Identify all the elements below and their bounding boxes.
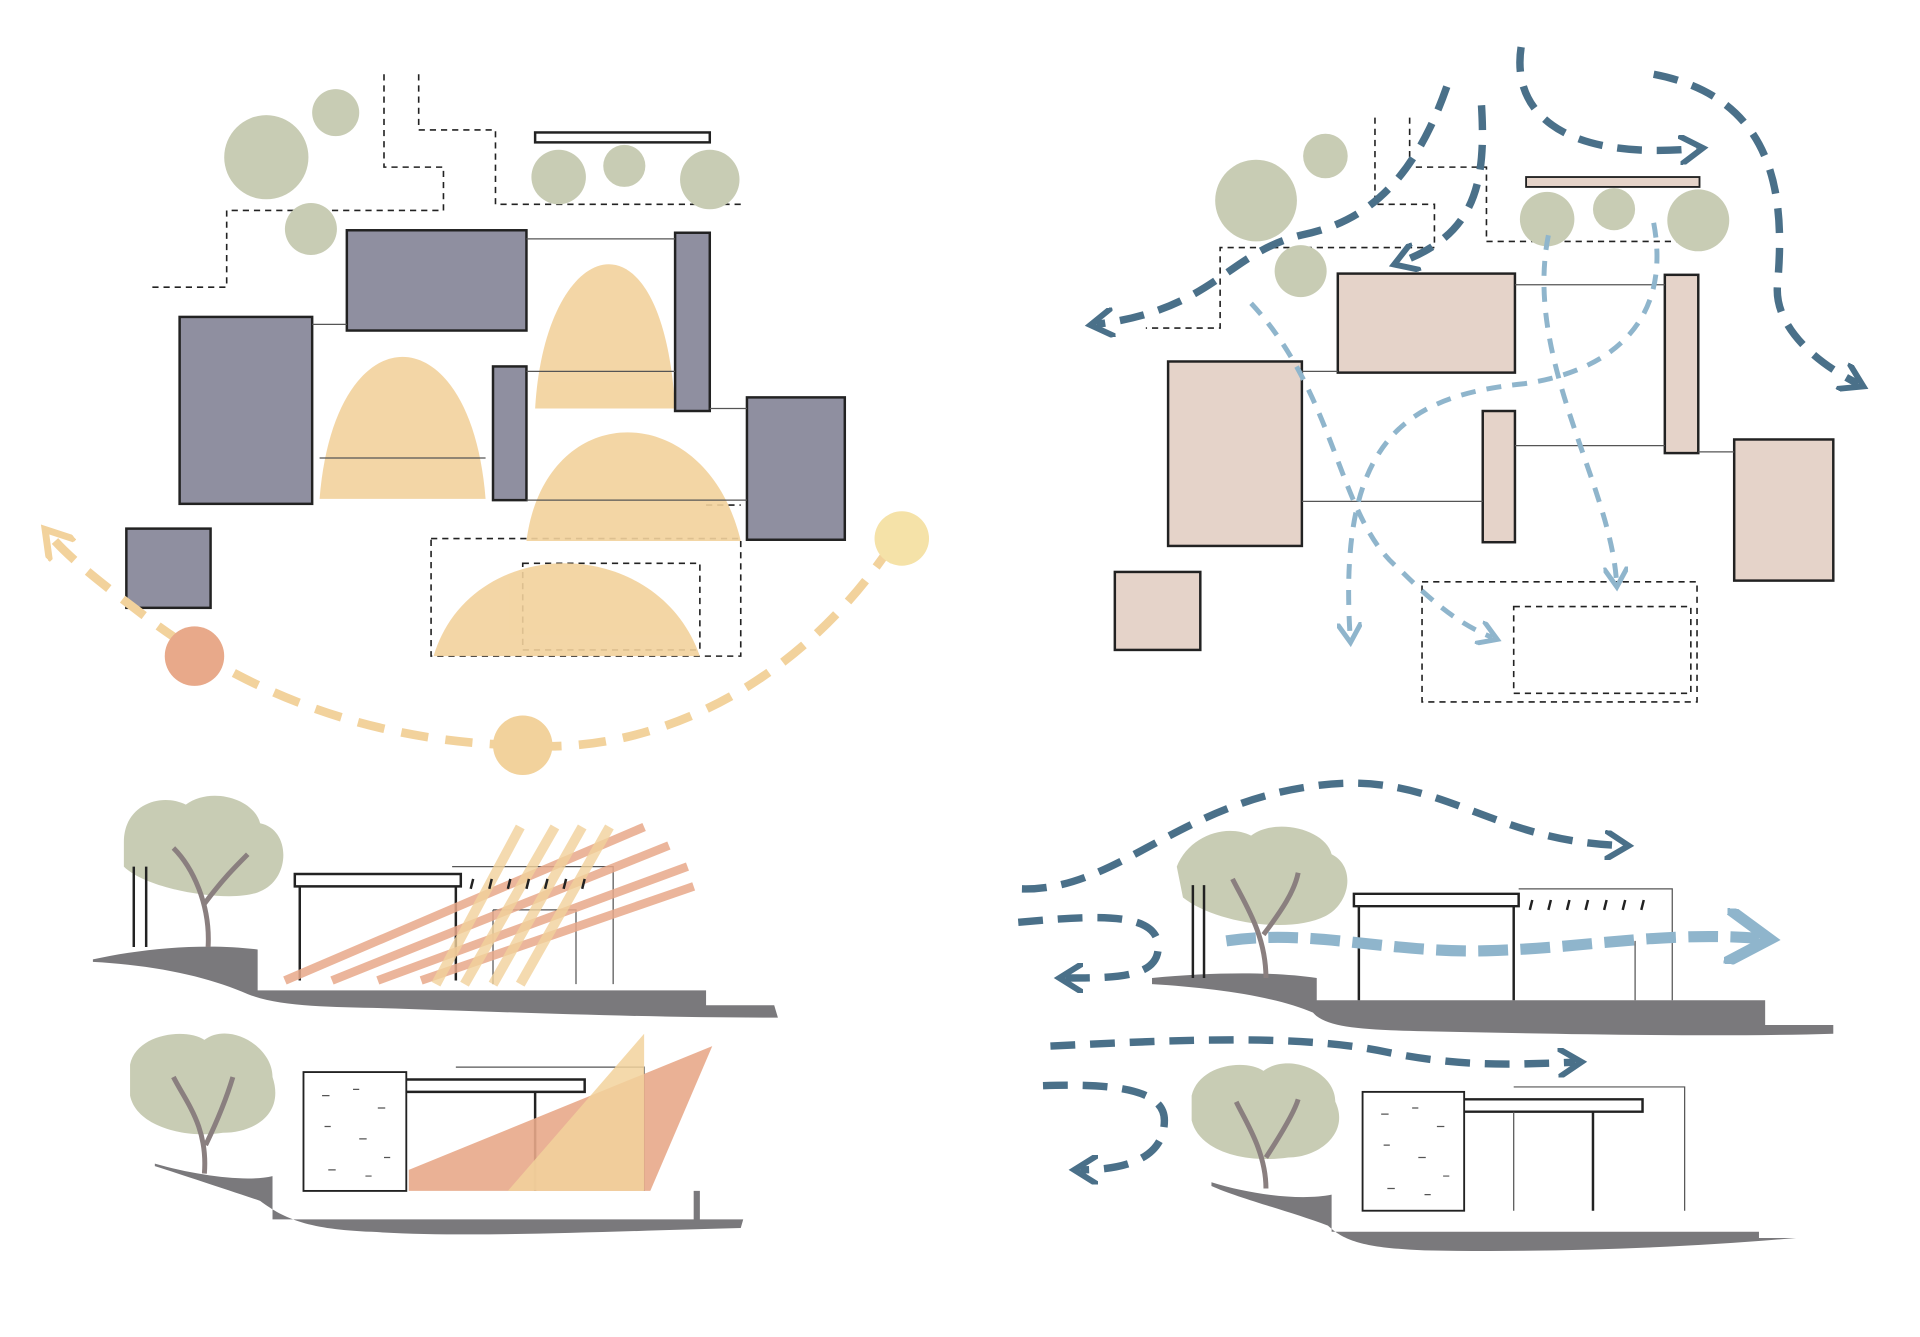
wind-section-1	[1017, 779, 1834, 1036]
ground	[92, 946, 778, 1018]
wind-arrows-dark	[1096, 46, 1858, 384]
wind-arrows-light	[1249, 222, 1660, 638]
sun-morning-icon	[164, 626, 225, 686]
canopy-bar	[533, 131, 712, 144]
tree	[1176, 826, 1348, 978]
buildings-plan	[1113, 272, 1835, 652]
stone-wall	[302, 1071, 408, 1192]
sun-section-1	[92, 795, 778, 1018]
building-section	[1352, 892, 1520, 1001]
sun-evening-icon	[874, 511, 930, 566]
wind-arrows-dark	[1017, 779, 1622, 978]
tree	[130, 1033, 276, 1174]
sun-noon-icon	[493, 715, 553, 775]
sun-path-plan	[50, 74, 930, 775]
sun-path-arc	[50, 535, 896, 751]
ground	[1211, 1182, 1797, 1251]
sun-zones	[319, 264, 741, 657]
buildings-plan	[125, 229, 847, 610]
trees-plan	[224, 89, 740, 256]
sun-section-2	[130, 1033, 744, 1235]
ground	[1152, 973, 1834, 1036]
wind-flow-plan	[1096, 46, 1858, 703]
sun-rays-orange	[283, 822, 696, 985]
tree	[123, 795, 284, 948]
wind-arrow-light	[1225, 937, 1759, 951]
sun-light-yellow	[507, 1033, 645, 1191]
sun-rays-yellow	[431, 824, 614, 987]
wind-section-2	[1042, 1036, 1797, 1251]
wind-arrows-dark	[1042, 1036, 1576, 1170]
trees-plan	[1215, 133, 1730, 298]
stone-wall	[1361, 1090, 1466, 1212]
canopy-bar	[1525, 176, 1701, 188]
tree	[1191, 1063, 1340, 1189]
